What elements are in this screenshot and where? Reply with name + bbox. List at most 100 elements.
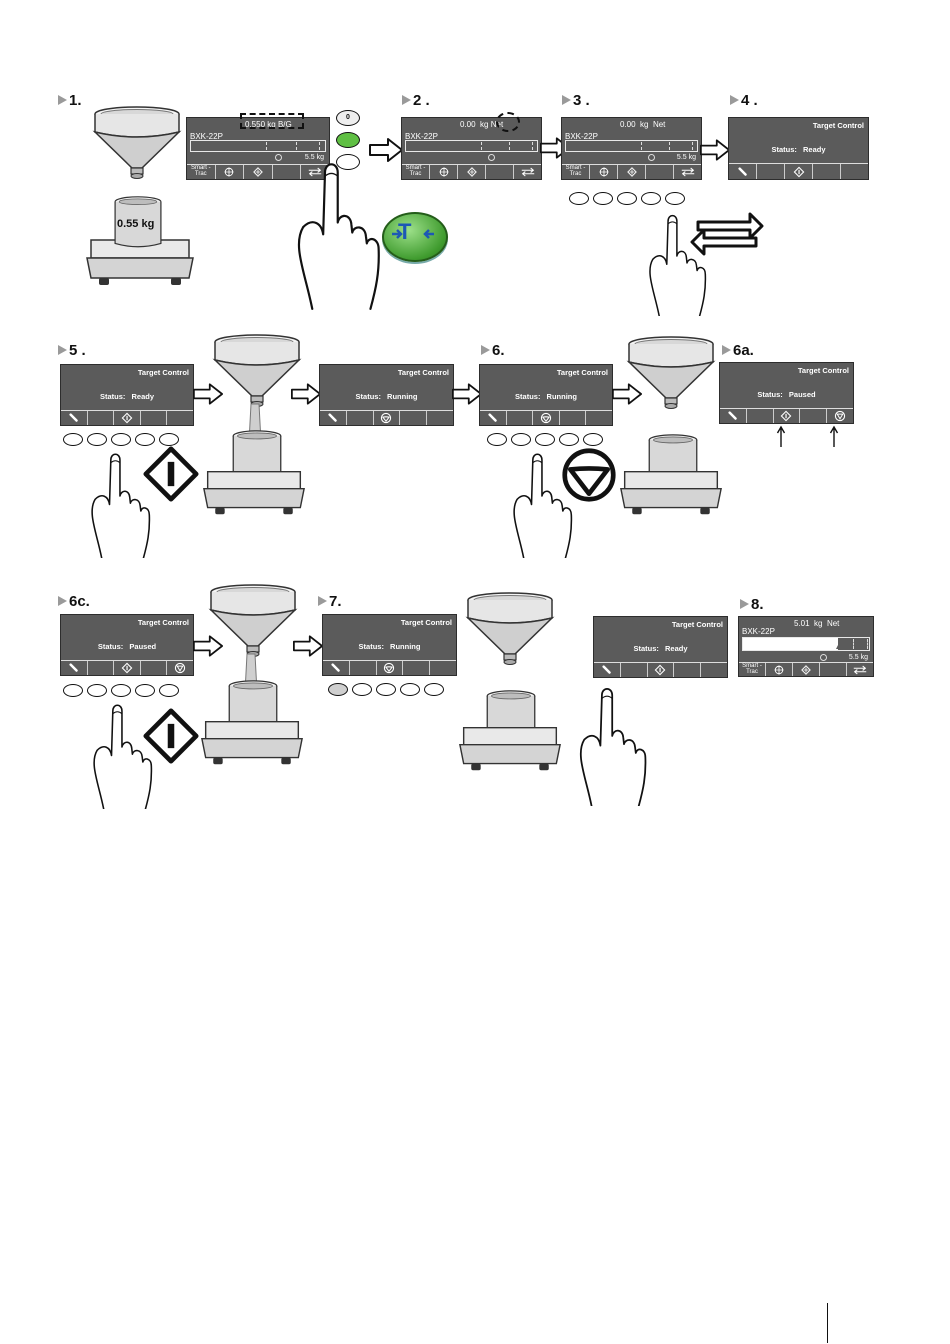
settings-key[interactable] [594, 663, 621, 677]
target-control-screen: Target Control Status: Running [479, 364, 613, 426]
pause-key[interactable] [377, 661, 404, 675]
tare-arrows [392, 229, 434, 239]
blank-key[interactable] [88, 661, 115, 675]
blank-key[interactable] [486, 165, 514, 179]
blank-key[interactable] [841, 164, 868, 179]
swap-key[interactable] [847, 663, 873, 676]
step-label-7: 7. [318, 593, 342, 610]
bargraph [565, 140, 698, 152]
smart-trac-key[interactable]: Smart -Trac [187, 165, 216, 179]
swap-key[interactable] [674, 165, 701, 179]
softkey-3[interactable] [535, 433, 555, 446]
blank-key[interactable] [507, 411, 534, 425]
softkey-2[interactable] [352, 683, 372, 696]
softkey-2[interactable] [87, 433, 107, 446]
softkey-3[interactable] [376, 683, 396, 696]
swap-key[interactable] [514, 165, 541, 179]
blank-key[interactable] [347, 411, 374, 425]
softkey-5[interactable] [583, 433, 603, 446]
softkey-1[interactable] [569, 192, 589, 205]
blank-key[interactable] [427, 411, 453, 425]
pause-key[interactable] [374, 411, 401, 425]
softkey-3[interactable] [111, 684, 131, 697]
blank-key[interactable] [88, 411, 115, 425]
blank-key[interactable] [141, 661, 168, 675]
diamond-key[interactable] [793, 663, 820, 676]
blank-key[interactable] [757, 164, 785, 179]
target-control-screen: Target Control Status: Ready [60, 364, 194, 426]
blank-key[interactable] [674, 663, 702, 677]
diamond-key[interactable] [618, 165, 646, 179]
blank-key[interactable] [560, 411, 587, 425]
softkey-1[interactable] [487, 433, 507, 446]
smart-trac-key[interactable]: Smart -Trac [402, 165, 430, 179]
blank-key[interactable] [167, 411, 193, 425]
stop-key[interactable] [167, 661, 193, 675]
settings-key[interactable] [729, 164, 757, 179]
softkey-3[interactable] [617, 192, 637, 205]
diamond-key[interactable] [244, 165, 273, 179]
settings-key[interactable] [480, 411, 507, 425]
blank-key[interactable] [621, 663, 648, 677]
start-key[interactable] [785, 164, 813, 179]
softkey-3[interactable] [111, 433, 131, 446]
softkey-1[interactable] [63, 684, 83, 697]
settings-key[interactable] [61, 411, 88, 425]
softkey-4[interactable] [135, 684, 155, 697]
bargraph [190, 140, 326, 152]
status-text: Status: Ready [771, 145, 826, 154]
stop-key[interactable] [827, 409, 853, 423]
blank-key[interactable] [141, 411, 168, 425]
blank-key[interactable] [820, 663, 847, 676]
target-key[interactable] [590, 165, 618, 179]
screen-title: Target Control [397, 368, 449, 377]
diamond-key[interactable] [458, 165, 486, 179]
softkey-buttons [63, 433, 179, 446]
softkey-4[interactable] [641, 192, 661, 205]
softkey-2[interactable] [87, 684, 107, 697]
settings-key[interactable] [323, 661, 350, 675]
step-label-6c: 6c. [58, 593, 90, 610]
blank-key[interactable] [586, 411, 612, 425]
softkey-4[interactable] [135, 433, 155, 446]
target-key[interactable] [430, 165, 458, 179]
target-key[interactable] [216, 165, 245, 179]
softkey-5[interactable] [159, 433, 179, 446]
blank-key[interactable] [273, 165, 302, 179]
softkey-5[interactable] [424, 683, 444, 696]
target-key[interactable] [766, 663, 793, 676]
softkey-5[interactable] [159, 684, 179, 697]
blank-key[interactable] [400, 411, 428, 425]
softkey-1[interactable] [328, 683, 348, 696]
softkey-5[interactable] [665, 192, 685, 205]
blank-key[interactable] [800, 409, 828, 423]
settings-key[interactable] [61, 661, 88, 675]
start-key[interactable] [774, 409, 801, 423]
softkey-4[interactable] [400, 683, 420, 696]
blank-key[interactable] [403, 661, 431, 675]
softkey-1[interactable] [63, 433, 83, 446]
key-3[interactable] [336, 154, 360, 170]
softkey-2[interactable] [511, 433, 531, 446]
zero-key[interactable]: 0 [336, 110, 360, 126]
pause-key[interactable] [533, 411, 560, 425]
blank-key[interactable] [350, 661, 377, 675]
tare-key[interactable] [336, 132, 360, 148]
softkey-row [320, 410, 453, 425]
blank-key[interactable] [430, 661, 456, 675]
pointer-arrow [776, 425, 786, 447]
smart-trac-key[interactable]: Smart -Trac [562, 165, 590, 179]
softkey-4[interactable] [559, 433, 579, 446]
start-key[interactable] [114, 661, 141, 675]
smart-trac-key[interactable]: Smart -Trac [739, 663, 766, 676]
softkey-2[interactable] [593, 192, 613, 205]
settings-key[interactable] [320, 411, 347, 425]
blank-key[interactable] [747, 409, 774, 423]
blank-key[interactable] [813, 164, 841, 179]
blank-key[interactable] [646, 165, 674, 179]
blank-key[interactable] [701, 663, 727, 677]
settings-key[interactable] [720, 409, 747, 423]
status-text: Status: Paused [757, 390, 816, 399]
start-key[interactable] [114, 411, 141, 425]
start-key[interactable] [648, 663, 675, 677]
